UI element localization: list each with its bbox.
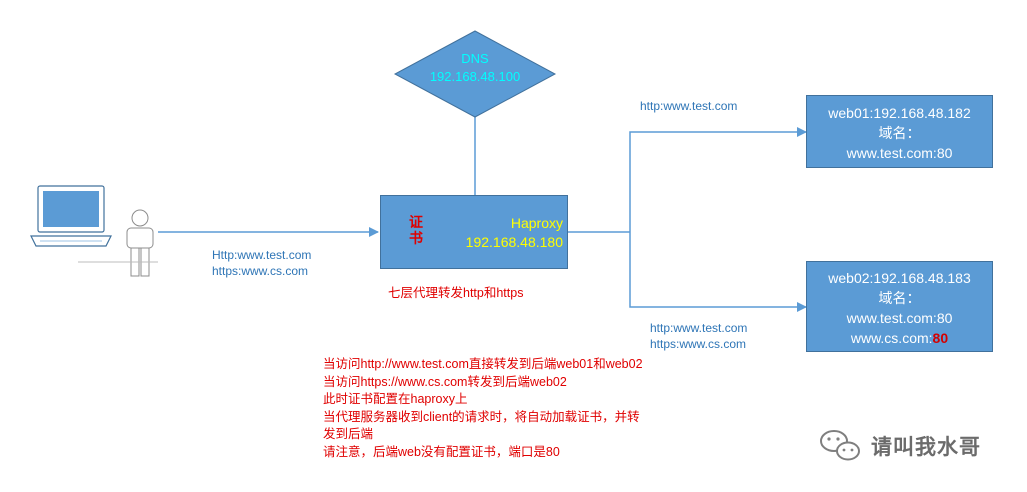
- web02-domain-test: www.test.com:80: [846, 310, 953, 326]
- web01-link-label: http:www.test.com: [640, 99, 738, 113]
- web02-title: web02:192.168.48.183: [828, 270, 971, 286]
- web02-domain-cs: www.cs.com:80: [807, 328, 992, 348]
- note-line: 当访问https://www.cs.com转发到后端web02: [323, 374, 567, 389]
- watermark-text: 请叫我水哥: [871, 436, 981, 459]
- dns-node: DNS 192.168.48.100: [395, 50, 555, 86]
- dns-ip: 192.168.48.100: [429, 69, 521, 84]
- web02-link-http: http:www.test.com: [650, 321, 748, 335]
- notes-block: 当访问http://www.test.com直接转发到后端web01和web02…: [323, 356, 643, 461]
- web02-port-highlight: 80: [932, 330, 949, 346]
- web01-title: web01:192.168.48.182: [828, 105, 971, 121]
- dns-diamond-shape: [393, 30, 557, 118]
- web01-domain-label: 域名：: [878, 125, 921, 141]
- dns-title: DNS: [461, 51, 489, 66]
- haproxy-to-web01-arrow: [629, 127, 807, 232]
- client-link-https: https:www.cs.com: [212, 264, 309, 278]
- person-icon: [126, 209, 154, 277]
- client-link-http: Http:www.test.com: [212, 248, 312, 262]
- web02-node: web02:192.168.48.183 域名： www.test.com:80…: [806, 261, 993, 352]
- haproxy-name: Haproxy: [510, 215, 563, 231]
- note-line: 当访问http://www.test.com直接转发到后端web01和web02: [323, 357, 643, 371]
- web02-domain-cs-host: www.cs.com:: [850, 330, 933, 346]
- certificate-label: 证书: [409, 214, 423, 246]
- haproxy-node: Haproxy 192.168.48.180: [380, 195, 568, 269]
- haproxy-ip: 192.168.48.180: [465, 234, 563, 250]
- laptop-icon: [30, 185, 112, 247]
- note-line: 此时证书配置在haproxy上: [323, 392, 468, 406]
- web02-link-https: https:www.cs.com: [650, 337, 747, 351]
- web01-domain: www.test.com:80: [846, 145, 953, 161]
- note-line: 发到后端: [323, 427, 374, 441]
- note-line: 当代理服务器收到client的请求时，将自动加载证书，并转: [323, 409, 640, 424]
- note-line: 请注意，后端web没有配置证书，端口是80: [323, 444, 560, 459]
- haproxy-caption: 七层代理转发http和https: [388, 286, 524, 300]
- web02-domain-label: 域名：: [878, 290, 921, 306]
- wechat-logo-icon: [820, 430, 860, 461]
- web01-node: web01:192.168.48.182 域名： www.test.com:80: [806, 95, 993, 168]
- haproxy-to-web02-arrow: [629, 232, 807, 312]
